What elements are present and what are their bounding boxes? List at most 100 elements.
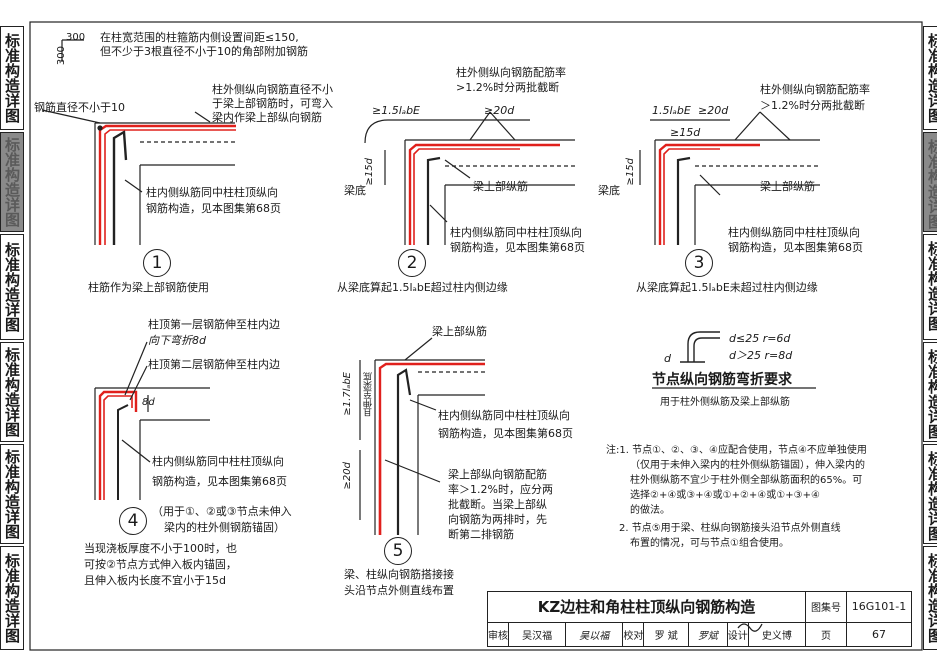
checker-signature: 罗斌 <box>687 621 728 648</box>
dim-20d: ≥20d <box>342 462 353 490</box>
second-layer-rebar <box>103 395 133 500</box>
beam-bottom-label: 梁底 <box>598 184 620 197</box>
detail-3-caption: 从梁底算起1.5lₐbE未超过柱内侧边缘 <box>636 281 818 294</box>
drawing-frame <box>29 21 923 651</box>
dim-1-5-labe: ≥1.5lₐbE <box>372 104 421 117</box>
beam-top-bar-label: 梁上部纵筋 <box>760 180 815 193</box>
side-tab-label: 标准构造详图 <box>3 449 21 539</box>
side-tab-right: 标准构造详图 <box>923 444 937 544</box>
detail-number-2: 2 <box>398 249 426 277</box>
dim-15d-h: ≥15d <box>670 126 701 139</box>
detail-3-drawing <box>639 111 820 245</box>
d-label: d <box>664 352 671 365</box>
bend-bar <box>687 331 720 362</box>
designer-name: 史义博 <box>747 621 807 648</box>
top-layer-note-2: 向下弯折8d <box>148 334 206 347</box>
side-tab-label: 标准构造详图 <box>926 139 937 229</box>
beam-bottom-label: 梁底 <box>344 184 366 197</box>
leader-line <box>409 399 437 411</box>
side-tab-right: 标准构造详图 <box>923 26 937 130</box>
slab-note-1: 当现浇板厚度不小于100时，也 <box>84 542 237 555</box>
dim-8d: 8d <box>142 397 155 408</box>
leader-line <box>699 174 721 196</box>
inner-note-1: 柱内侧纵筋同中柱柱顶纵向 <box>152 455 284 468</box>
dim-line <box>364 119 530 144</box>
side-tab-label: 标准构造详图 <box>3 33 21 123</box>
inner-rebar <box>676 156 691 245</box>
note-line: 注:1. 节点①、②、③、④应配合使用，节点④不应单独使用 <box>606 445 867 456</box>
leader-line <box>444 159 471 179</box>
note-line: 的做法。 <box>630 505 670 516</box>
leader-line <box>124 179 143 193</box>
atlas-number: 16G101-1 <box>846 591 912 623</box>
detail-4-drawing <box>94 341 210 500</box>
side-tab-right: 标准构造详图 <box>923 342 937 442</box>
ratio-note-2: ＞1.2%时分两批截断 <box>760 99 865 112</box>
check-label: 校对 <box>622 621 645 648</box>
note-line: 2. 节点⑤用于梁、柱纵向钢筋接头沿节点外侧直线 <box>619 523 841 534</box>
side-tab-left: 标准构造详图 <box>0 546 24 650</box>
side-tab-left: 标准构造详图 <box>0 342 24 442</box>
outer-rebar-2 <box>104 129 236 245</box>
ratio-note-2: >1.2%时分两批截断 <box>456 81 560 94</box>
leader-line <box>194 111 211 123</box>
side-tab-label: 标准构造详图 <box>926 553 937 643</box>
leader-line <box>41 109 101 124</box>
beam-top-bar-label: 梁上部纵筋 <box>432 325 487 338</box>
leader-line <box>734 111 761 141</box>
detail-1-drawing <box>41 39 236 245</box>
leader-line <box>124 341 148 396</box>
page-number: 67 <box>846 621 912 648</box>
detail-5-caption-1: 梁、柱纵向钢筋搭接接 <box>344 568 454 581</box>
side-tab-left: 标准构造详图 <box>0 444 24 544</box>
detail-4-caption-1: （用于①、②或③节点未伸入 <box>152 505 292 518</box>
side-tab-right: 标准构造详图 <box>923 546 937 650</box>
side-tab-label: 标准构造详图 <box>926 451 937 541</box>
inner-note-1: 柱内侧纵筋同中柱柱顶纵向 <box>450 226 582 239</box>
dim-beam-bottom: 且伸至梁底 <box>364 372 374 417</box>
dim-300-v: 300 <box>56 46 67 66</box>
ratio-note-1: 柱外侧纵向钢筋配筋率 <box>456 66 566 79</box>
top-layer-rebar <box>98 390 138 500</box>
detail-2-drawing <box>364 111 575 245</box>
page-label: 页 <box>805 621 847 648</box>
side-tab-label: 标准构造详图 <box>3 137 21 227</box>
detail-1-caption: 柱筋作为梁上部钢筋使用 <box>88 281 209 294</box>
outer-rebar-2 <box>663 148 720 245</box>
inner-note-1: 柱内侧纵筋同中柱柱顶纵向 <box>438 409 570 422</box>
inner-rebar <box>396 368 412 535</box>
note-line: （仅用于未伸入梁内的柱外侧纵筋锚固），伸入梁内的 <box>630 460 865 471</box>
inner-note-1: 柱内侧纵筋同中柱柱顶纵向 <box>728 226 860 239</box>
dim-1-7-labe: ≥1.7lₐbE <box>342 372 353 416</box>
outer-bar-note-3: 梁内作梁上部纵向钢筋 <box>212 111 322 124</box>
inner-note-2: 钢筋构造，见本图集第68页 <box>728 241 863 254</box>
dim-20d: ≥20d <box>698 104 729 117</box>
detail-number-1: 1 <box>143 249 171 277</box>
detail-number-4: 4 <box>119 507 147 535</box>
dim-15d-v: ≥15d <box>625 158 636 186</box>
bend-title: 节点纵向钢筋弯折要求 <box>652 372 792 388</box>
dim-300-h: 300 <box>66 32 86 43</box>
ratio-note-1: 梁上部纵向钢筋配筋 <box>448 468 547 481</box>
corner-bar-note-2: 但不少于3根直径不小于10的角部附加钢筋 <box>100 45 308 58</box>
detail-5-caption-2: 头沿节点外侧直线布置 <box>344 584 454 597</box>
corner-bar-note-1: 在柱宽范围的柱箍筋内侧设置间距≤150, <box>100 31 299 44</box>
detail-4-caption-2: 梁内的柱外侧钢筋锚固） <box>164 521 285 534</box>
leader-line <box>469 111 491 141</box>
bend-subtitle: 用于柱外侧纵筋及梁上部纵筋 <box>660 397 790 408</box>
inner-bar-note-2: 钢筋构造，见本图集第68页 <box>146 202 281 215</box>
drawing-title: KZ边柱和角柱柱顶纵向钢筋构造 <box>487 591 806 623</box>
detail-number-5: 5 <box>384 537 412 565</box>
checker-name: 罗 斌 <box>643 621 689 648</box>
side-tab-right: 标准构造详图 <box>923 234 937 340</box>
slab-note-2: 可按②节点方式伸入板内锚固， <box>84 558 237 571</box>
bend-diagram <box>652 331 816 389</box>
inner-rebar <box>112 129 128 245</box>
outer-rebar-2 <box>413 148 520 245</box>
review-label: 审核 <box>487 621 509 648</box>
bend-rule-2: d＞25 r=8d <box>729 349 793 362</box>
ratio-note-3: 批截断。当梁上部纵 <box>448 498 547 511</box>
leader-line <box>759 111 791 141</box>
inner-note-2: 钢筋构造，见本图集第68页 <box>438 427 573 440</box>
